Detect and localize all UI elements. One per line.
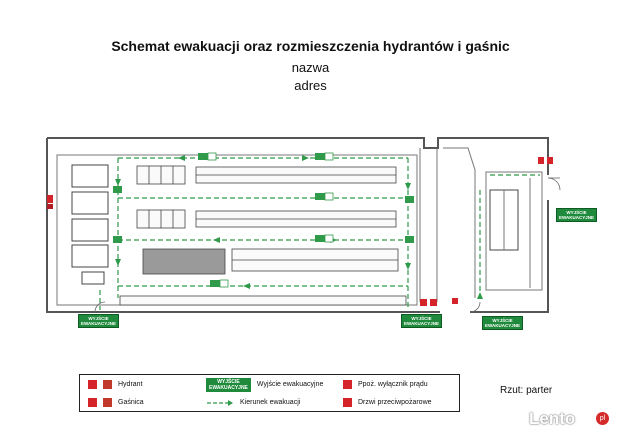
legend-label: Ppoż. wyłącznik prądu (358, 381, 428, 388)
exit-pictograms (113, 152, 414, 288)
legend-item-fire-doors: Drzwi przeciwpożarowe (343, 394, 432, 411)
legend-label: Gaśnica (118, 399, 144, 406)
exit-sign-right: WYJŚCIE EWAKUACYJNE (556, 208, 598, 222)
legend-item-extinguisher: Gaśnica (88, 394, 144, 411)
route-arrows (115, 155, 483, 299)
legend-label: Drzwi przeciwpożarowe (358, 399, 432, 406)
building-name: nazwa (291, 60, 330, 75)
exit-sign-left: WYJŚCIE EWAKUACYJNE (78, 314, 120, 328)
exit-sign-bottom-right: WYJŚCIE EWAKUACYJNE (482, 316, 524, 330)
exit-sign-subtext: EWAKUACYJNE (81, 321, 117, 326)
hydrant-icon (88, 380, 97, 389)
doors (94, 177, 561, 313)
hydrant-box-icon (103, 380, 112, 389)
power-switch-icon (343, 380, 352, 389)
exit-sign-subtext: EWAKUACYJNE (404, 321, 440, 326)
legend: Hydrant Gaśnica WYJŚCIE EWAKUACYJNE Wyjś… (79, 374, 460, 412)
exit-sign-icon: WYJŚCIE EWAKUACYJNE (206, 377, 251, 392)
exit-sign-text: WYJŚCIE (411, 316, 432, 321)
exit-sign-subtext: EWAKUACYJNE (209, 384, 248, 391)
fire-door-icon (343, 398, 352, 407)
exit-sign-subtext: EWAKUACYJNE (485, 323, 521, 328)
legend-item-power-switch: Ppoż. wyłącznik prądu (343, 376, 428, 393)
legend-item-exit: WYJŚCIE EWAKUACYJNE Wyjście ewakuacyjne (206, 376, 323, 393)
extinguisher-box-icon (103, 398, 112, 407)
watermark-logo: Lento (529, 409, 576, 428)
legend-label: Kierunek ewakuacji (240, 399, 301, 406)
exit-sign-text: WYJŚCIE (492, 318, 513, 323)
exit-sign-center: WYJŚCIE EWAKUACYJNE (401, 314, 443, 328)
watermark-badge: pl (596, 412, 609, 425)
page-title: Schemat ewakuacji oraz rozmieszczenia hy… (111, 38, 510, 54)
building-address: adres (294, 78, 327, 93)
extinguisher-icon (88, 398, 97, 407)
exit-sign-text: WYJŚCIE (566, 210, 587, 215)
exit-sign-text: WYJŚCIE (88, 316, 109, 321)
legend-item-direction: Kierunek ewakuacji (206, 394, 300, 411)
hydrant-markers (47, 157, 553, 306)
floor-label: Rzut: parter (500, 385, 553, 396)
evacuation-routes (99, 157, 540, 310)
legend-label: Wyjście ewakuacyjne (256, 381, 324, 388)
exit-sign-subtext: EWAKUACYJNE (559, 215, 595, 220)
inner-walls (56, 147, 543, 306)
legend-item-hydrant: Hydrant (88, 376, 143, 393)
arrow-right-icon (207, 399, 233, 406)
left-rooms (71, 164, 109, 285)
shelving (119, 165, 407, 306)
exit-sign-text: WYJŚCIE (217, 378, 240, 385)
legend-label: Hydrant (118, 381, 143, 388)
